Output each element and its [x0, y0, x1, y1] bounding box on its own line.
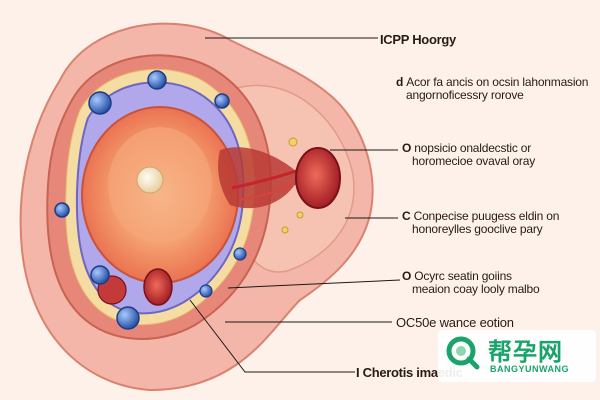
bottom-text: I Cherotis imaedic [356, 365, 463, 380]
item2-bullet: O [402, 141, 412, 155]
blood-clot [295, 147, 341, 209]
fat-dot [288, 137, 298, 147]
dark-tissue [218, 147, 300, 209]
leader-lines [189, 37, 401, 373]
title-label: ICPP Hoorgy [380, 32, 456, 49]
label-item-3: C Conpecise puugess eldin on honoreylles… [402, 210, 559, 235]
item2-line2: horomecioe ovaval oray [412, 153, 536, 168]
watermark: 帮孕网 BANGYUNWANG [438, 330, 596, 382]
item5-text: OC50e wance eotion [396, 315, 514, 330]
vessel-dot [214, 93, 230, 109]
vessel-dot [90, 265, 110, 285]
label-item-1: d Acor fa ancis on ocsin lahonmasion ang… [396, 76, 588, 101]
title-text: ICPP Hoorgy [380, 32, 456, 47]
vessel-dot [88, 91, 112, 115]
fat-dot [296, 211, 304, 219]
item2-line1: nopsicio onaldecstic or [414, 141, 532, 155]
vessel-dot [199, 284, 213, 298]
label-item-4: O Ocyrc seatin goiins meaion coay looly … [402, 269, 540, 296]
small-clot [143, 268, 173, 306]
vessel-dot [147, 70, 167, 90]
item1-bullet: d [396, 75, 404, 89]
vessel-dot [233, 247, 247, 261]
label-item-5: OC50e wance eotion [396, 316, 514, 330]
item4-bullet: O [402, 269, 412, 283]
item1-line1: Acor fa ancis on ocsin lahonmasion [406, 75, 589, 89]
label-item-2: O nopsicio onaldecstic or horomecioe ova… [402, 142, 535, 167]
item3-bullet: C [402, 209, 411, 223]
item4-line2: meaion coay looly malbo [412, 281, 540, 296]
leader-item4 [227, 279, 401, 289]
vessel-dot [54, 202, 70, 218]
label-bottom: I Cherotis imaedic [356, 365, 463, 382]
leader-bottom [189, 299, 355, 373]
vessel-dot [116, 306, 140, 330]
item3-line2: honoreylles gooclive pary [412, 221, 543, 236]
watermark-en: BANGYUNWANG [490, 364, 569, 374]
item4-line1: Ocyrc seatin goiins [414, 269, 512, 283]
watermark-logo-icon [446, 336, 480, 370]
nucleus [136, 166, 164, 194]
item1-line2: angornoficessry rorove [406, 87, 524, 102]
item3-line1: Conpecise puugess eldin on [413, 209, 560, 223]
watermark-cn: 帮孕网 [488, 338, 563, 366]
fat-dot [281, 226, 289, 234]
